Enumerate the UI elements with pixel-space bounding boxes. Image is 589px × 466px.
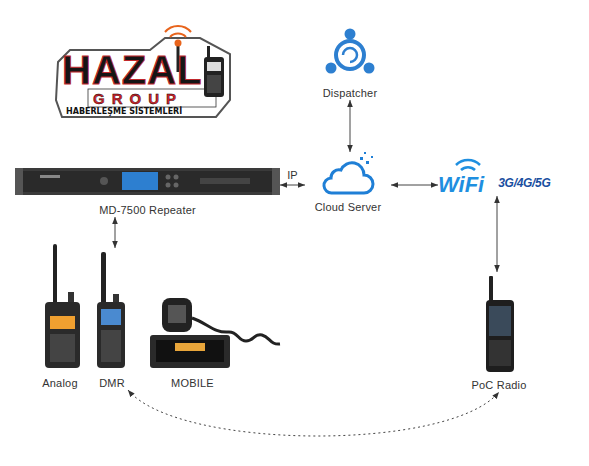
logo-badge-part bbox=[207, 46, 210, 58]
dmr-radio-part bbox=[97, 302, 125, 368]
dispatcher-icon bbox=[326, 29, 375, 74]
repeater-device-part bbox=[18, 171, 277, 192]
arrow-connector bbox=[350, 100, 351, 152]
node-text: PoC Radio bbox=[472, 379, 527, 392]
dmr-radio bbox=[97, 252, 125, 368]
repeater-device-part bbox=[166, 183, 171, 188]
mobile-radio-part bbox=[156, 340, 224, 362]
mobile-radio-part bbox=[175, 343, 205, 351]
logo-badge-part bbox=[207, 75, 221, 93]
dmr-radio-part bbox=[101, 252, 106, 304]
arrow-connector bbox=[280, 185, 305, 186]
repeater-device-part bbox=[174, 183, 179, 188]
dmr-radio-part bbox=[101, 309, 121, 325]
mobile-radio-part bbox=[192, 318, 280, 344]
radio-node: MOBILE bbox=[150, 296, 235, 390]
radio-node: Analog bbox=[35, 240, 85, 390]
cloud-node: Cloud Server bbox=[305, 152, 391, 214]
dashed-connector bbox=[128, 390, 499, 436]
repeater-device-part bbox=[166, 175, 171, 180]
dispatcher-icon-part bbox=[343, 48, 357, 62]
logo-text: GROUP bbox=[93, 91, 183, 106]
repeater-device-part bbox=[100, 177, 108, 185]
dispatcher-node: Dispatcher bbox=[310, 28, 390, 100]
logo-badge-part bbox=[204, 57, 224, 97]
logo-badge-part bbox=[175, 40, 182, 47]
arrow-connector bbox=[391, 185, 438, 186]
logo-badge-part bbox=[170, 34, 186, 37]
node-text: DMR bbox=[99, 377, 125, 390]
radio-node: DMR bbox=[92, 248, 132, 390]
logo-badge-part bbox=[56, 38, 230, 117]
repeater-device-part bbox=[15, 168, 23, 195]
wifi-signal-part bbox=[461, 167, 475, 170]
repeater-device-part bbox=[122, 172, 158, 190]
poc-radio-part bbox=[489, 306, 511, 336]
dmr-radio-part bbox=[101, 330, 121, 362]
node-text: Analog bbox=[42, 377, 77, 390]
node-text: WiFi bbox=[438, 174, 484, 196]
repeater-device-part bbox=[200, 178, 250, 184]
mobile-radio-part bbox=[162, 298, 192, 332]
repeater-device-part bbox=[15, 168, 280, 195]
logo-subtitle: HABERLEŞME SİSTEMLERİ bbox=[66, 107, 182, 116]
poc-radio-part bbox=[489, 276, 493, 304]
dispatcher-icon-part bbox=[336, 41, 364, 69]
analog-radio-part bbox=[50, 316, 75, 329]
mobile-radio bbox=[150, 298, 280, 368]
node-text: Cloud Server bbox=[315, 201, 382, 214]
cloud-icon-part bbox=[371, 156, 373, 158]
repeater-device-part bbox=[272, 168, 280, 195]
repeater-node: MD-7500 Repeater bbox=[15, 165, 280, 217]
cloud-icon-part bbox=[324, 163, 373, 193]
node-text: Dispatcher bbox=[323, 87, 378, 100]
wifi-signal-part bbox=[456, 160, 480, 165]
radio-node: PoC Radio bbox=[468, 272, 530, 392]
node-text: 3G/4G/5G bbox=[498, 176, 550, 190]
logo-text: HAZAL bbox=[62, 50, 203, 90]
cloud-icon bbox=[324, 152, 373, 193]
cloud-icon-part bbox=[360, 157, 363, 160]
network-node: WiFi 3G/4G/5G bbox=[438, 160, 562, 196]
analog-radio-part bbox=[50, 334, 75, 362]
repeater-device bbox=[15, 168, 280, 195]
dispatcher-icon-part bbox=[364, 63, 375, 74]
analog-radio-part bbox=[68, 292, 74, 303]
node-text: MD-7500 Repeater bbox=[99, 204, 196, 217]
dispatcher-icon-part bbox=[326, 63, 337, 74]
node-text: MOBILE bbox=[171, 377, 214, 390]
poc-radio-part bbox=[489, 340, 511, 366]
edge-label: IP bbox=[287, 169, 297, 181]
wifi-signal bbox=[456, 160, 480, 170]
mobile-radio-part bbox=[168, 305, 186, 323]
logo-badge-part bbox=[165, 26, 191, 32]
poc-radio-part bbox=[486, 300, 514, 372]
logo-badge bbox=[56, 26, 230, 117]
analog-radio bbox=[45, 244, 80, 368]
dispatcher-icon-part bbox=[345, 29, 356, 40]
mobile-radio-part bbox=[150, 335, 230, 368]
repeater-device-part bbox=[174, 175, 179, 180]
poc-radio bbox=[486, 276, 514, 372]
repeater-device-part bbox=[40, 175, 60, 178]
arrow-connector bbox=[497, 196, 498, 272]
logo-badge-part bbox=[88, 89, 216, 107]
logo-badge-part bbox=[207, 62, 221, 71]
cloud-icon-part bbox=[366, 161, 369, 164]
analog-radio-part bbox=[45, 302, 80, 368]
dmr-radio-part bbox=[113, 294, 119, 303]
arrow-connector bbox=[115, 217, 116, 248]
cloud-icon-part bbox=[364, 152, 366, 154]
analog-radio-part bbox=[53, 244, 57, 304]
